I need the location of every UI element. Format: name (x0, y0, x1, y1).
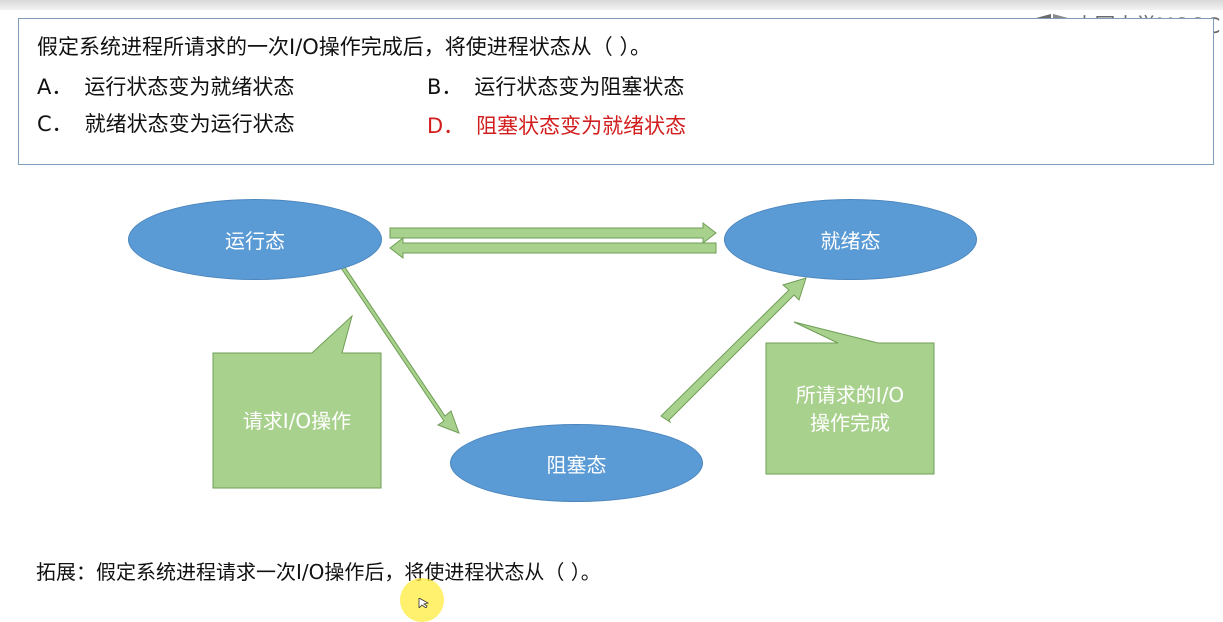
state-running-label: 运行态 (225, 229, 285, 253)
arrow-ready-to-running (389, 236, 717, 260)
state-ready-label: 就绪态 (820, 229, 881, 253)
callout-request-io: 请求I/O操作 (213, 353, 381, 488)
arrow-blocked-to-ready (660, 277, 807, 424)
callout-io-complete-line2: 操作完成 (810, 410, 890, 435)
state-diagram-graphics (212, 221, 935, 489)
question-text: 假定系统进程所请求的一次I/O操作完成后，将使进程状态从（ ）。 (37, 35, 651, 59)
option-letter: D． (427, 114, 465, 138)
option-d-answer: D． 阻塞状态变为就绪状态 (427, 110, 686, 140)
option-text: 阻塞状态变为就绪状态 (476, 114, 687, 138)
extension-question: 拓展：假定系统进程请求一次I/O操作后，将使进程状态从（ ）。 (36, 560, 601, 584)
option-letter: C． (37, 112, 73, 136)
option-letter: A． (37, 75, 73, 99)
option-c: C． 就绪状态变为运行状态 (37, 108, 295, 138)
callout-request-io-text: 请求I/O操作 (242, 408, 352, 433)
callout-io-complete: 所请求的I/O 操作完成 (766, 343, 934, 474)
option-a: A． 运行状态变为就绪状态 (37, 71, 294, 101)
option-b: B． 运行状态变为阻塞状态 (427, 71, 684, 101)
top-band (0, 0, 1223, 10)
state-blocked: 阻塞态 (450, 424, 703, 502)
arrow-running-to-ready (389, 221, 717, 245)
mouse-pointer-icon (418, 598, 430, 608)
callout-request-io-shape (212, 314, 382, 489)
state-blocked-label: 阻塞态 (546, 452, 607, 477)
option-letter: B． (427, 75, 463, 99)
callout-io-complete-shape (765, 321, 935, 475)
option-text: 运行状态变为就绪状态 (84, 75, 295, 99)
option-text: 就绪状态变为运行状态 (84, 112, 295, 136)
option-text: 运行状态变为阻塞状态 (474, 75, 685, 99)
state-running: 运行态 (128, 199, 382, 280)
arrow-running-to-blocked (332, 262, 460, 434)
state-ready: 就绪态 (724, 199, 977, 280)
question-box: 假定系统进程所请求的一次I/O操作完成后，将使进程状态从（ ）。 A． 运行状态变… (18, 18, 1214, 165)
callout-io-complete-line1: 所请求的I/O (795, 382, 905, 407)
